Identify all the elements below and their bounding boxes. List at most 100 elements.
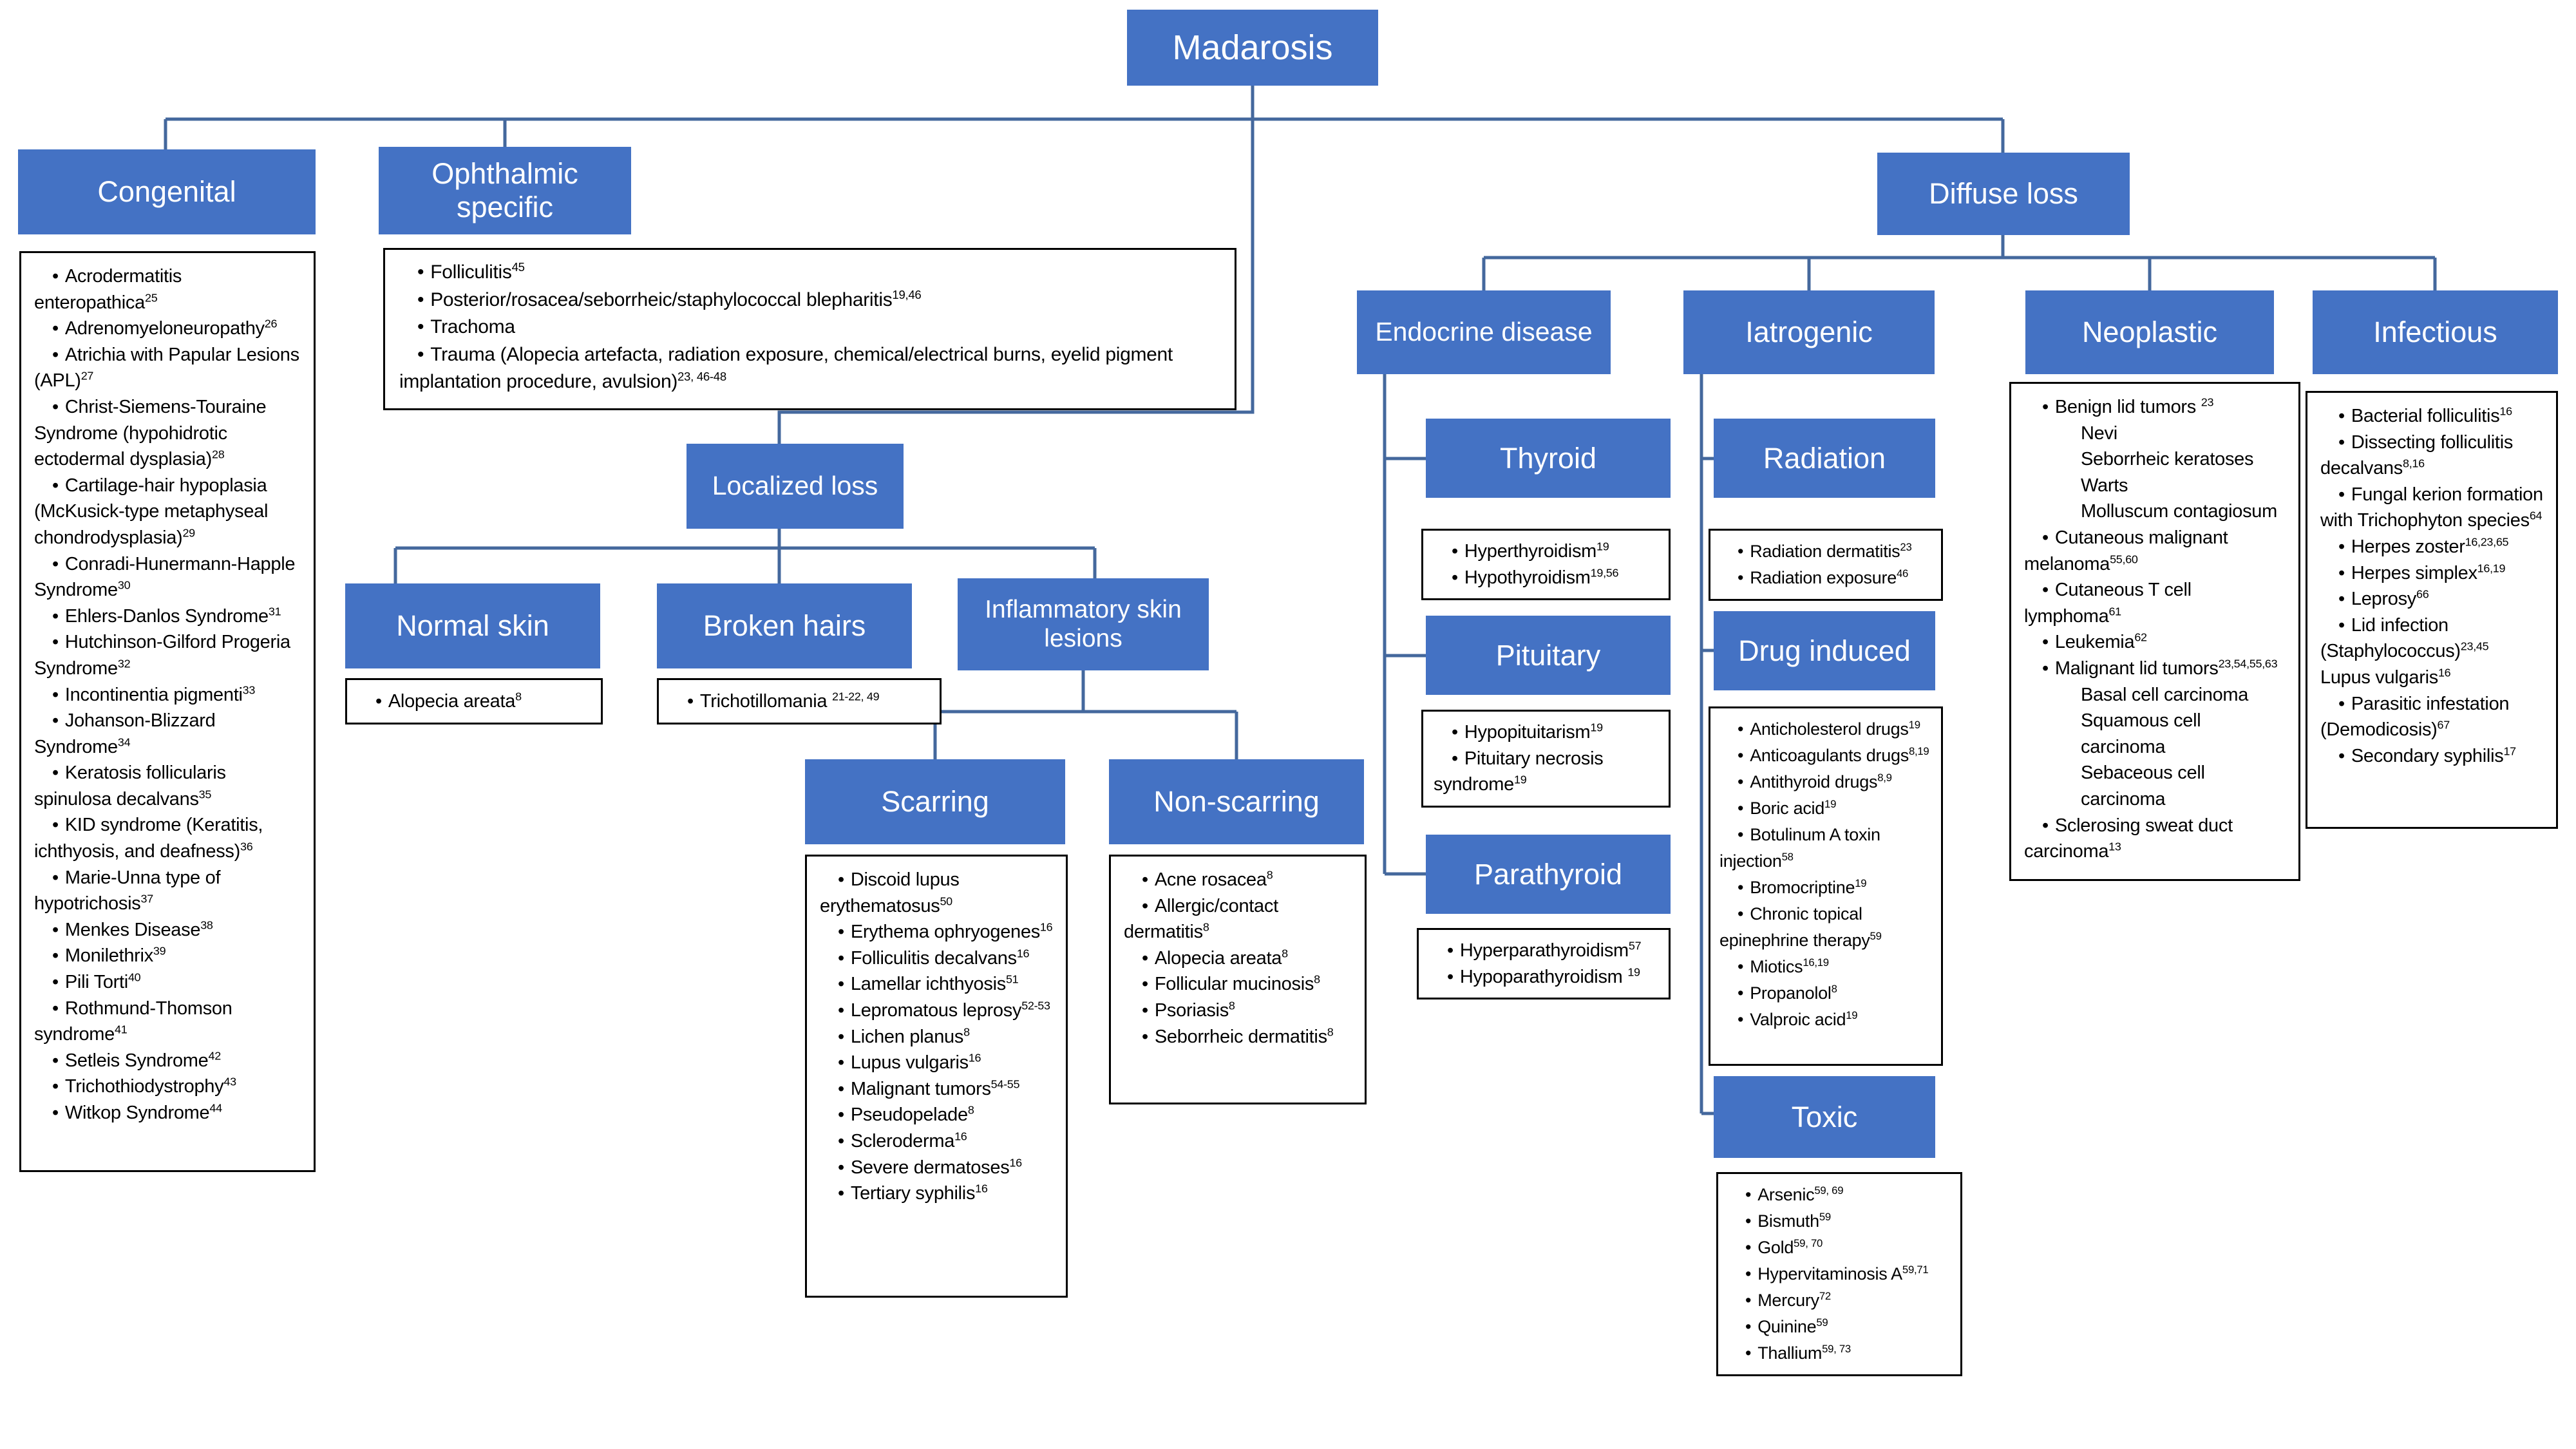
list-item: •Bismuth59 bbox=[1745, 1211, 1831, 1231]
list-item: Molluscum contagiosum bbox=[2081, 501, 2277, 522]
list-item: •Lid infection (Staphylococcus)23,45 bbox=[2320, 614, 2489, 662]
bullet-glyph: • bbox=[1142, 895, 1148, 916]
list-item: •Witkop Syndrome44 bbox=[52, 1101, 222, 1123]
bullet-glyph: • bbox=[52, 919, 59, 940]
bullet-glyph: • bbox=[1142, 999, 1148, 1021]
bullet-glyph: • bbox=[838, 1130, 844, 1151]
broken-hairs-list: •Trichotillomania 21-22, 49 bbox=[657, 678, 942, 724]
node-non-scarring: Non-scarring bbox=[1109, 759, 1364, 844]
bullet-glyph: • bbox=[2338, 406, 2345, 426]
bullet-glyph: • bbox=[2338, 614, 2345, 636]
node-congenital: Congenital bbox=[18, 149, 316, 234]
list-item: •Herpes zoster16,23,65 bbox=[2338, 535, 2509, 557]
node-ophthalmic-specific: Ophthalmic specific bbox=[379, 147, 631, 234]
bullet-glyph: • bbox=[2338, 693, 2345, 714]
list-item: •Discoid lupus erythematosus50 bbox=[820, 869, 960, 916]
infectious-list: •Bacterial folliculitis16 •Dissecting fol… bbox=[2306, 391, 2558, 829]
bullet-glyph: • bbox=[52, 553, 59, 574]
list-item: •Cutaneous malignant melanoma55,60 bbox=[2024, 527, 2228, 574]
bullet-glyph: • bbox=[1452, 541, 1458, 562]
bullet-glyph: • bbox=[1738, 983, 1744, 1003]
list-item: •Hyperparathyroidism57 bbox=[1447, 939, 1642, 961]
list-item: •Christ-Siemens-Touraine Syndrome (hypoh… bbox=[34, 396, 267, 470]
bullet-glyph: • bbox=[52, 710, 59, 732]
bullet-glyph: • bbox=[375, 690, 382, 712]
list-item: •Atrichia with Papular Lesions (APL)27 bbox=[34, 344, 299, 392]
bullet-glyph: • bbox=[52, 1103, 59, 1123]
bullet-glyph: • bbox=[2042, 580, 2049, 601]
bullet-glyph: • bbox=[2042, 527, 2049, 548]
bullet-glyph: • bbox=[417, 343, 424, 365]
bullet-glyph: • bbox=[52, 945, 59, 967]
list-item: •Allergic/contact dermatitis8 bbox=[1124, 895, 1278, 943]
list-item: •Menkes Disease38 bbox=[52, 918, 213, 940]
list-item: •Conradi-Hunermann-Happle Syndrome30 bbox=[34, 553, 296, 601]
list-item: •Boric acid19 bbox=[1738, 798, 1837, 819]
bullet-glyph: • bbox=[1142, 869, 1148, 890]
list-item: •Johanson-Blizzard Syndrome34 bbox=[34, 710, 216, 757]
list-item: •Quinine59 bbox=[1745, 1316, 1828, 1337]
list-item: Squamous cell carcinoma bbox=[2081, 710, 2201, 757]
list-item: •Bacterial folliculitis16 bbox=[2338, 404, 2512, 426]
bullet-glyph: • bbox=[1452, 567, 1458, 588]
node-localized-loss: Localized loss bbox=[687, 444, 904, 529]
node-infectious: Infectious bbox=[2313, 290, 2558, 374]
node-madarosis: Madarosis bbox=[1127, 10, 1378, 86]
list-item: •Lupus vulgaris16 bbox=[838, 1051, 981, 1074]
list-item: •Rothmund-Thomson syndrome41 bbox=[34, 998, 232, 1045]
list-item: •Pituitary necrosis syndrome19 bbox=[1434, 748, 1604, 795]
bullet-glyph: • bbox=[838, 1078, 844, 1099]
congenital-list: •Acrodermatitis enteropathica25•Adrenomy… bbox=[19, 251, 316, 1172]
list-item: •Pili Torti40 bbox=[52, 971, 141, 993]
list-item: •Herpes simplex16,19 bbox=[2338, 561, 2506, 583]
drug-induced-list: •Anticholesterol drugs19•Anticoagulants … bbox=[1709, 706, 1943, 1066]
bullet-glyph: • bbox=[417, 261, 424, 283]
node-drug-induced: Drug induced bbox=[1714, 611, 1935, 690]
bullet-glyph: • bbox=[52, 605, 59, 627]
toxic-list: •Arsenic59, 69•Bismuth59•Gold59, 70•Hype… bbox=[1716, 1172, 1962, 1377]
bullet-glyph: • bbox=[2338, 484, 2345, 505]
bullet-glyph: • bbox=[838, 1157, 844, 1178]
list-item: •Lamellar ichthyosis51 bbox=[838, 972, 1019, 995]
list-item: •Cutaneous T cell lymphoma61 bbox=[2024, 580, 2192, 627]
node-thyroid: Thyroid bbox=[1426, 419, 1671, 498]
list-item: •Lepromatous leprosy52-53 bbox=[838, 999, 1050, 1021]
node-radiation: Radiation bbox=[1714, 419, 1935, 498]
bullet-glyph: • bbox=[1447, 940, 1454, 961]
list-item: •Folliculitis45 bbox=[417, 260, 525, 283]
list-item: •Psoriasis8 bbox=[1142, 999, 1235, 1021]
list-item: •Hutchinson-Gilford Progeria Syndrome32 bbox=[34, 632, 290, 679]
list-item: •Anticholesterol drugs19 bbox=[1738, 719, 1920, 739]
bullet-glyph: • bbox=[2042, 632, 2049, 653]
list-item: •Erythema ophryogenes16 bbox=[838, 920, 1053, 943]
list-item: •Trichothiodystrophy43 bbox=[52, 1075, 236, 1097]
non-scarring-list: •Acne rosacea8•Allergic/contact dermatit… bbox=[1109, 855, 1367, 1104]
list-item: •Gold59, 70 bbox=[1745, 1237, 1823, 1258]
bullet-glyph: • bbox=[52, 344, 59, 365]
parathyroid-list: •Hyperparathyroidism57•Hypoparathyroidis… bbox=[1417, 928, 1671, 1000]
list-item: •Secondary syphilis17 bbox=[2338, 744, 2516, 766]
bullet-glyph: • bbox=[417, 316, 424, 338]
list-item: •Malignant tumors54-55 bbox=[838, 1077, 1020, 1099]
list-item: •Incontinentia pigmenti33 bbox=[52, 683, 256, 705]
list-item: •Valproic acid19 bbox=[1738, 1009, 1858, 1030]
bullet-glyph: • bbox=[1142, 947, 1148, 969]
list-item: •Posterior/rosacea/seborrheic/staphyloco… bbox=[417, 287, 922, 310]
list-item: •Trichotillomania 21-22, 49 bbox=[687, 690, 880, 712]
list-item: •Adrenomyeloneuropathy26 bbox=[52, 317, 278, 339]
bullet-glyph: • bbox=[1738, 825, 1744, 845]
bullet-glyph: • bbox=[52, 972, 59, 993]
list-item: •Propanolol8 bbox=[1738, 983, 1837, 1003]
bullet-glyph: • bbox=[52, 684, 59, 705]
list-item: •Miotics16,19 bbox=[1738, 956, 1829, 977]
list-item: •KID syndrome (Keratitis, ichthyosis, an… bbox=[34, 815, 263, 862]
list-item: •Hypervitaminosis A59,71 bbox=[1745, 1264, 1929, 1284]
bullet-glyph: • bbox=[2338, 589, 2345, 610]
list-item: •Dissecting folliculitis decalvans8,16 bbox=[2320, 431, 2514, 479]
thyroid-list: •Hyperthyroidism19•Hypothyroidism19,56 bbox=[1421, 529, 1671, 601]
list-item: Warts bbox=[2081, 475, 2128, 496]
node-normal-skin: Normal skin bbox=[345, 583, 600, 668]
pituitary-list: •Hypopituitarism19•Pituitary necrosis sy… bbox=[1421, 710, 1671, 808]
bullet-glyph: • bbox=[1142, 974, 1148, 995]
bullet-glyph: • bbox=[52, 998, 59, 1019]
